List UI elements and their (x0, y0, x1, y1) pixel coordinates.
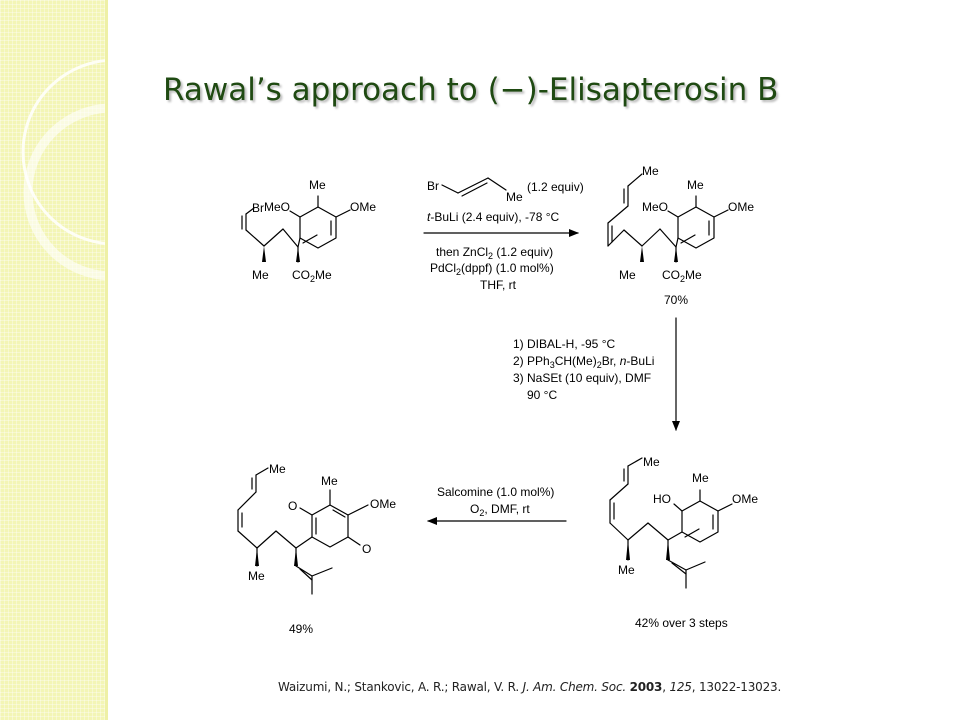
starting-material-structure (241, 195, 351, 263)
reagent-structure (441, 177, 507, 197)
step2-condition-line3: 3) NaSEt (10 equiv), DMF (513, 371, 651, 385)
citation-journal: J. Am. Chem. Soc. (522, 680, 627, 694)
atom-label: OMe (728, 200, 754, 214)
atom-label: Me (619, 268, 636, 282)
atom-label: MeO (642, 200, 668, 214)
step3-condition-line2: O2, DMF, rt (470, 502, 530, 518)
atom-label: Me (643, 455, 660, 469)
atom-label: Me (252, 268, 269, 282)
atom-label: MeO (264, 200, 290, 214)
atom-label: HO (653, 492, 671, 506)
wedge-bond (294, 548, 298, 566)
product-2-structure (609, 457, 733, 589)
atom-label: Me (248, 569, 265, 583)
sidebar-decoration (0, 0, 209, 720)
step2-condition-line4: 90 °C (527, 388, 557, 402)
atom-label: OMe (370, 497, 396, 511)
wedge-bond (626, 540, 630, 560)
reagent-methyl-label: Me (506, 190, 523, 204)
step1-condition-line4: THF, rt (480, 278, 517, 292)
atom-label: CO2Me (292, 268, 332, 284)
yield-label: 42% over 3 steps (635, 616, 728, 630)
wedge-bond (262, 246, 266, 262)
atom-label: OMe (732, 492, 758, 506)
citation-year: 2003 (629, 680, 663, 694)
atom-label: Me (642, 164, 659, 178)
atom-label: Me (687, 178, 704, 192)
citation-pages: 13022-13023. (698, 680, 782, 694)
product-1-structure (607, 173, 729, 263)
step2-condition-line1: 1) DIBAL-H, -95 °C (513, 337, 615, 351)
wedge-bond (640, 246, 644, 262)
atom-label: OMe (350, 200, 376, 214)
wedge-bond (255, 548, 259, 566)
yield-label: 70% (664, 293, 688, 307)
wedge-bond (674, 247, 678, 262)
atom-label: O (362, 542, 371, 556)
wedge-bond (666, 540, 670, 560)
atom-label: Me (309, 178, 326, 192)
citation: Waizumi, N.; Stankovic, A. R.; Rawal, V.… (278, 680, 782, 694)
step1-condition-line3: PdCl2(dppf) (1.0 mol%) (430, 261, 554, 277)
step1-condition-line2: then ZnCl2 (1.2 equiv) (436, 245, 553, 261)
atom-label: Me (321, 474, 338, 488)
citation-authors: Waizumi, N.; Stankovic, A. R.; Rawal, V.… (278, 680, 523, 694)
slide-title: Rawal’s approach to (−)-Elisapterosin B (163, 72, 779, 108)
step3-condition-line1: Salcomine (1.0 mol%) (437, 485, 554, 499)
atom-label: Me (618, 563, 635, 577)
step2-condition-line2: 2) PPh3CH(Me)2Br, n-BuLi (513, 354, 654, 370)
reagent-bromine-label: Br (427, 179, 439, 193)
step1-condition-line1: t-BuLi (2.4 equiv), -78 °C (427, 210, 560, 224)
product-3-structure (237, 467, 369, 595)
atom-label: Br (252, 201, 264, 215)
atom-label: O (288, 499, 297, 513)
atom-label: Me (269, 462, 286, 476)
sidebar-divider (105, 0, 108, 720)
reagent-equiv-label: (1.2 equiv) (527, 180, 584, 194)
atom-label: Me (692, 471, 709, 485)
atom-label: CO2Me (662, 268, 702, 284)
yield-label: 49% (289, 622, 313, 636)
wedge-bond (296, 247, 300, 262)
citation-volume: 125 (669, 680, 692, 694)
